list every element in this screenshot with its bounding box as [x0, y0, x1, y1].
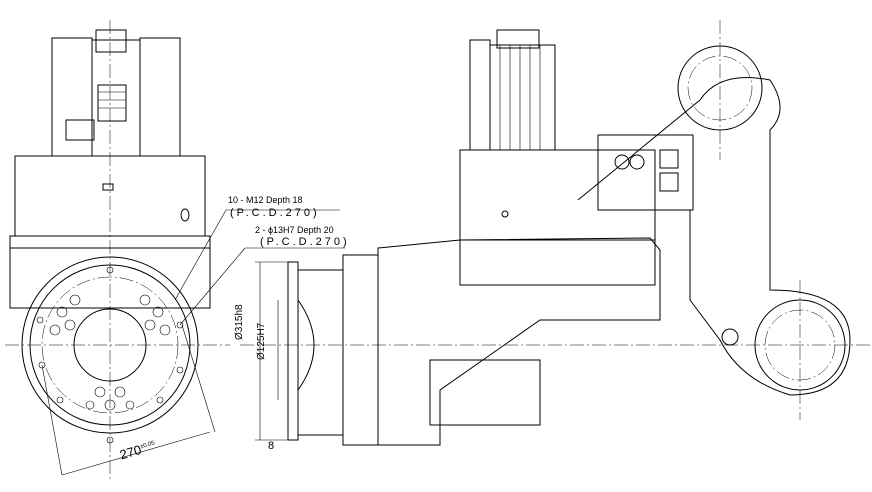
outer-diameter-dimension: Ø315h8	[234, 304, 245, 340]
side-view	[240, 20, 872, 446]
thread-pcd-note: (P.C.D.270)	[230, 207, 320, 219]
thread-holes-note: 10 - M12 Depth 18	[228, 195, 303, 205]
pin-pcd-note: (P.C.D.270)	[260, 236, 350, 248]
front-view	[5, 20, 345, 480]
pcd-tolerance: ±0.05	[139, 440, 156, 451]
inner-diameter-dimension: Ø125H7	[256, 322, 267, 360]
bolt-holes	[36, 266, 184, 444]
pin-holes-note: 2 - ϕ13H7 Depth 20	[255, 225, 334, 235]
flange-thickness-dimension: 8	[268, 440, 275, 452]
